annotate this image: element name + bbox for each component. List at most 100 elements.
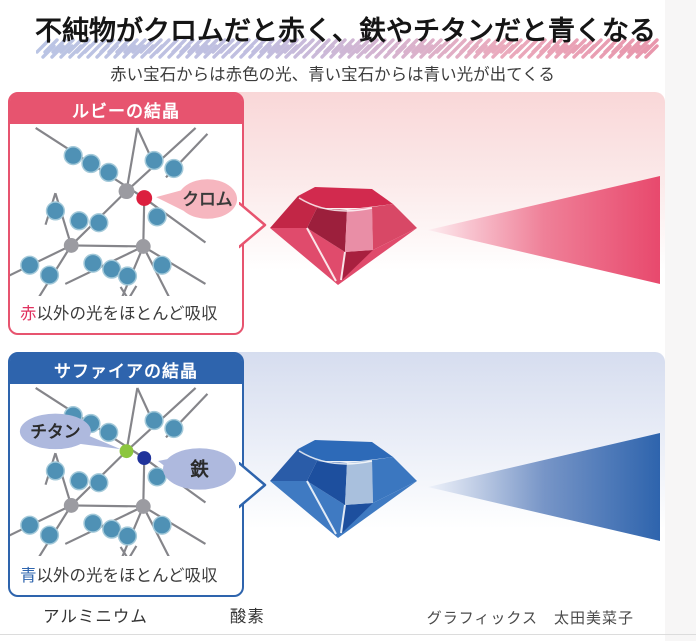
legend-item-aluminum: アルミニウム xyxy=(15,603,148,627)
graphics-credit: グラフィックス 太田美菜子 xyxy=(426,611,634,627)
lattice-bond xyxy=(119,546,128,556)
gem-facet xyxy=(372,457,417,503)
ruby-panel: ルビーの結晶 クロム 赤以外の光をほとんど吸収 xyxy=(8,92,665,340)
legend-label-aluminum: アルミニウム xyxy=(43,608,148,626)
aluminum-node xyxy=(164,418,184,439)
ruby-caption: 赤以外の光をほとんど吸収 xyxy=(20,300,218,324)
gem-facet xyxy=(270,449,317,481)
oxygen-node xyxy=(63,498,79,513)
ruby-crystal-lattice: クロム xyxy=(10,127,238,296)
iron-bubble xyxy=(163,448,237,490)
gem-pavilion-facet xyxy=(342,250,373,280)
gem-facet xyxy=(298,187,393,208)
aluminum-node xyxy=(99,422,119,443)
gem-facet xyxy=(345,460,373,505)
chromium-node xyxy=(136,190,153,206)
gem-highlight xyxy=(298,197,373,212)
aluminum-node xyxy=(89,473,109,493)
aluminum-node xyxy=(102,519,122,539)
blue-light-beam xyxy=(428,433,660,541)
aluminum-node xyxy=(45,461,66,481)
lattice-bond xyxy=(71,504,144,508)
lattice-bond xyxy=(136,127,151,155)
titanium-node xyxy=(119,444,134,459)
sapphire-gem xyxy=(270,440,417,538)
oxygen-node xyxy=(135,499,151,514)
aluminum-node xyxy=(69,211,89,231)
sapphire-card-pointer xyxy=(239,462,267,509)
ruby-card-body: クロム 赤以外の光をほとんど吸収 xyxy=(10,124,242,329)
lattice-bond xyxy=(142,505,207,545)
bottom-divider xyxy=(0,634,696,635)
ruby-card-header: ルビーの結晶 xyxy=(10,94,242,124)
gem-highlight xyxy=(298,450,373,465)
sapphire-panel: サファイアの結晶 チタン鉄 青以外の光をほとんど吸収 xyxy=(8,352,665,598)
lattice-bond xyxy=(71,244,144,248)
iron-node xyxy=(137,451,152,465)
gem-facet xyxy=(307,461,347,505)
aluminum-node xyxy=(69,471,89,491)
aluminum-node xyxy=(144,410,164,431)
aluminum-node xyxy=(152,255,172,275)
legend: アルミニウム 酸素 xyxy=(15,604,265,626)
aluminum-node xyxy=(39,525,60,545)
aluminum-node xyxy=(147,207,167,227)
ruby-gem xyxy=(270,187,417,285)
aluminum-node xyxy=(45,201,66,221)
ruby-crystal-card: ルビーの結晶 クロム 赤以外の光をほとんど吸収 xyxy=(8,92,267,335)
aluminum-node xyxy=(81,153,101,174)
lattice-bond xyxy=(136,387,151,415)
ruby-caption-rest: 以外の光をほとんど吸収 xyxy=(36,305,218,323)
aluminum-node xyxy=(102,259,122,279)
oxygen-node xyxy=(118,183,135,200)
chromium-bubble-label: クロム xyxy=(182,190,233,209)
aluminum-node xyxy=(20,255,40,275)
oxygen-node xyxy=(63,238,79,253)
gem-pavilion-facet xyxy=(342,503,373,533)
lattice-bond xyxy=(129,545,138,556)
aluminum-node xyxy=(99,162,119,183)
gem-highlight xyxy=(306,227,346,282)
sapphire-caption: 青以外の光をほとんど吸収 xyxy=(20,562,218,586)
aluminum-node xyxy=(83,513,103,533)
oxygen-dot-icon xyxy=(206,609,218,621)
aluminum-node xyxy=(20,515,40,535)
aluminum-node xyxy=(152,515,172,535)
gem-highlight xyxy=(306,480,346,535)
lattice-bond xyxy=(129,285,138,296)
aluminum-node xyxy=(144,150,164,171)
aluminum-node xyxy=(83,253,103,273)
sapphire-card-body: チタン鉄 青以外の光をほとんど吸収 xyxy=(10,384,242,591)
ruby-card-pointer xyxy=(239,202,267,249)
lattice-bond xyxy=(143,197,207,244)
title-underline-scribble xyxy=(36,38,659,59)
gem-facet xyxy=(270,196,317,228)
infographic: 不純物がクロムだと赤く、鉄やチタンだと青くなる 赤い宝石からは赤色の光、青い宝石… xyxy=(8,16,665,627)
legend-item-oxygen: 酸素 xyxy=(206,603,265,627)
page-title: 不純物がクロムだと赤く、鉄やチタンだと青くなる xyxy=(35,16,656,46)
page-subtitle: 赤い宝石からは赤色の光、青い宝石からは青い光が出てくる xyxy=(110,66,555,84)
sapphire-caption-highlight: 青 xyxy=(20,567,37,585)
aluminum-node xyxy=(117,526,138,546)
chromium-bubble xyxy=(177,179,238,219)
red-light-beam xyxy=(428,176,660,284)
gem-facet xyxy=(307,208,347,252)
legend-label-oxygen: 酸素 xyxy=(229,608,265,626)
titanium-bubble xyxy=(19,413,91,450)
lattice-bond xyxy=(125,127,139,192)
ruby-caption-highlight: 赤 xyxy=(20,305,37,323)
lattice-bond xyxy=(125,387,139,452)
iron-bubble-label: 鉄 xyxy=(190,458,209,480)
sapphire-card-header: サファイアの結晶 xyxy=(10,354,242,384)
sapphire-caption-rest: 以外の光をほとんど吸収 xyxy=(36,567,218,585)
gem-facet xyxy=(345,207,373,252)
aluminum-node xyxy=(63,145,83,166)
aluminum-node xyxy=(164,158,184,179)
lattice-bond xyxy=(142,198,146,247)
chromium-bubble-tail xyxy=(156,189,186,211)
aluminum-node xyxy=(89,213,109,233)
oxygen-node xyxy=(135,239,151,254)
lattice-bond xyxy=(142,245,207,285)
aluminum-node xyxy=(39,265,60,285)
